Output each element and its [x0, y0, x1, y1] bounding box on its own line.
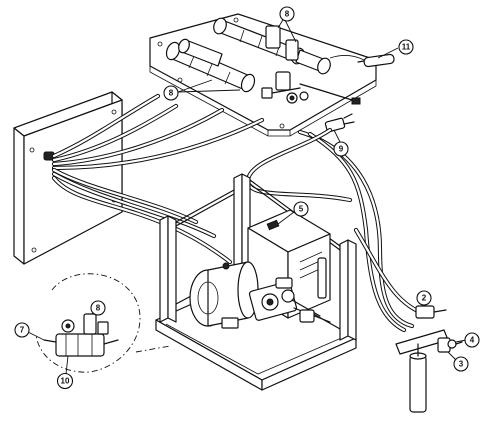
- filter-canister: [395, 329, 463, 413]
- callout-2-label: 2: [422, 294, 427, 303]
- hoses-and-cables: [51, 93, 423, 333]
- callout-7-label: 7: [20, 326, 25, 335]
- outlet-valve: [415, 305, 447, 319]
- filter-cartridge-middle: [178, 38, 223, 67]
- callout-9-label: 9: [339, 145, 344, 154]
- callout-8-left: 8: [163, 79, 241, 101]
- callout-1: 11: [377, 39, 414, 59]
- callout-5-label: 5: [299, 205, 304, 214]
- callout-9: 9: [333, 129, 349, 157]
- callout-8-top-label: 8: [285, 10, 290, 19]
- callout-8-detail-label: 8: [96, 304, 101, 313]
- callout-1-label: 11: [402, 43, 411, 52]
- pump-assembly: [221, 277, 331, 329]
- solenoid-valve: [329, 53, 395, 68]
- panel-valves: [261, 25, 361, 105]
- callout-3-label: 3: [459, 360, 464, 369]
- callout-5: 5: [277, 201, 309, 225]
- detail-view: [35, 273, 171, 373]
- callout-10-label: 10: [61, 377, 70, 386]
- callout-8-top: 8: [277, 6, 297, 43]
- callout-8-detail: 8: [90, 300, 106, 316]
- callout-7: 7: [14, 322, 45, 341]
- callout-2: 2: [416, 290, 432, 306]
- callout-10: 10: [56, 355, 74, 390]
- top-mounting-panel: [149, 13, 377, 137]
- pump-motor: [189, 261, 259, 327]
- callout-8-left-label: 8: [169, 89, 174, 98]
- callout-3: 3: [447, 351, 469, 372]
- callout-4-label: 4: [470, 336, 475, 345]
- callout-4: 4: [455, 332, 480, 348]
